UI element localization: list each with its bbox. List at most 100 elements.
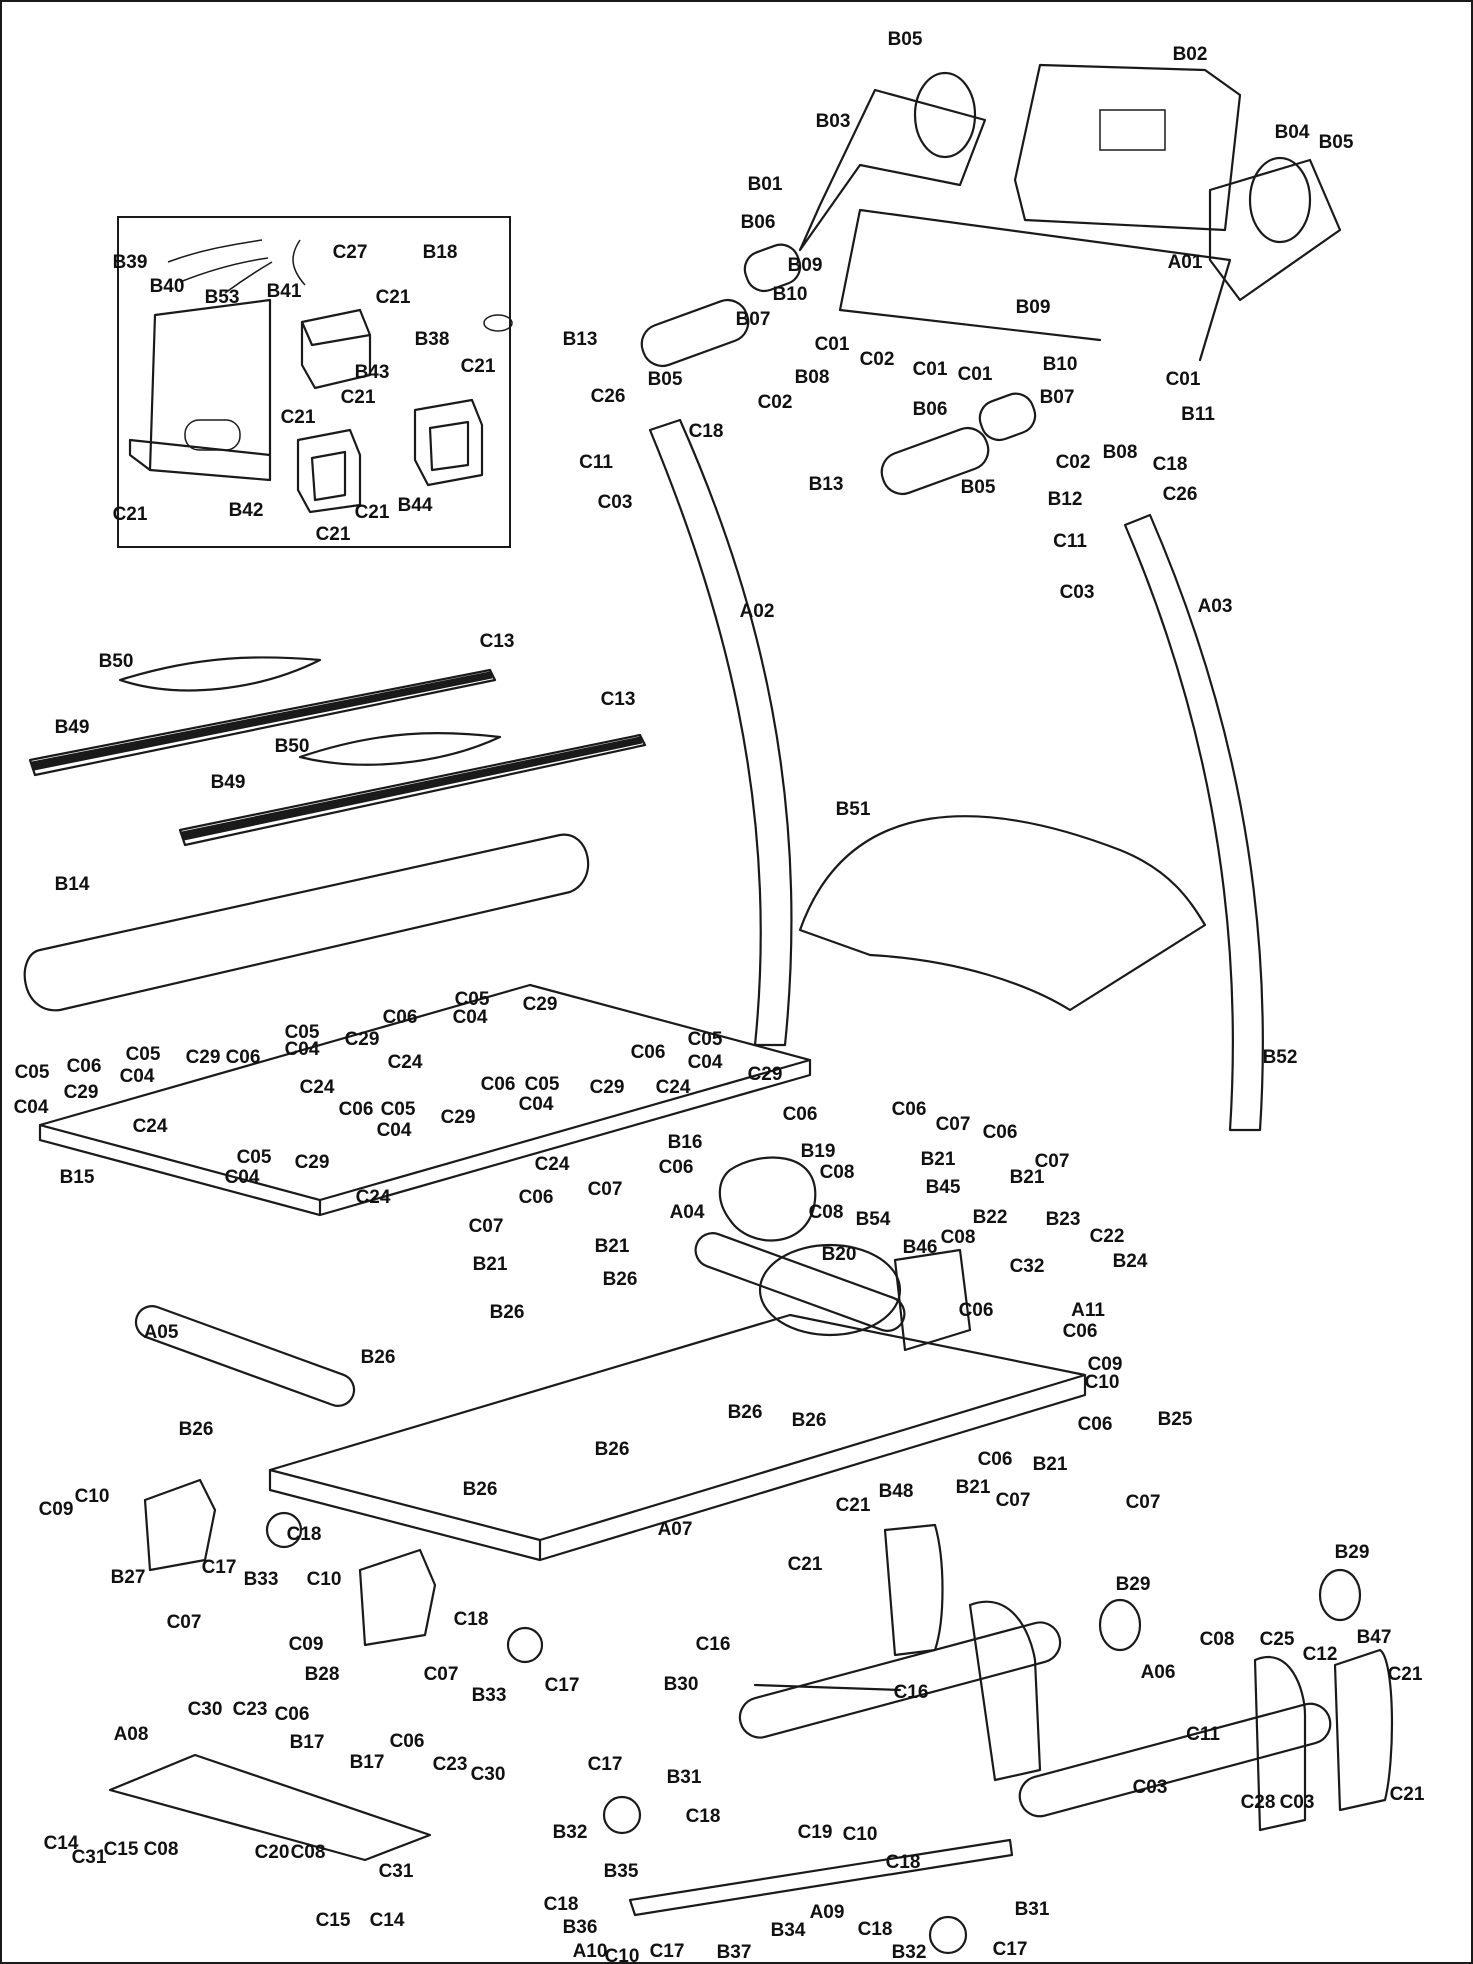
cup-holder-right-B04 xyxy=(1208,158,1342,302)
controller-capacitor xyxy=(184,419,241,451)
part-label: C04 xyxy=(377,1120,412,1141)
part-label: A05 xyxy=(144,1322,179,1343)
part-label: C17 xyxy=(588,1754,623,1775)
part-label: C29 xyxy=(295,1152,330,1173)
part-label: C21 xyxy=(1388,1664,1423,1685)
part-label: B49 xyxy=(55,717,90,738)
part-label: C21 xyxy=(461,356,496,377)
side-rails xyxy=(28,656,647,847)
part-label: B14 xyxy=(55,874,90,895)
part-label: B53 xyxy=(205,287,240,308)
transformer-B44 xyxy=(413,398,484,487)
base-upright-right xyxy=(1253,1656,1307,1832)
part-label: B08 xyxy=(1103,442,1138,463)
part-label: A06 xyxy=(1141,1662,1176,1683)
part-label: B32 xyxy=(553,1822,588,1843)
part-label: C20 xyxy=(255,1842,290,1863)
part-label: C04 xyxy=(285,1039,320,1060)
part-label: C06 xyxy=(983,1122,1018,1143)
rail-B49-lower xyxy=(178,733,647,847)
part-label: C03 xyxy=(1133,1777,1168,1798)
part-label: B21 xyxy=(921,1149,956,1170)
part-label: C08 xyxy=(144,1839,179,1860)
part-label: B37 xyxy=(717,1942,752,1963)
part-label: B24 xyxy=(1113,1251,1148,1272)
part-label: A11 xyxy=(1071,1300,1105,1321)
part-label: B29 xyxy=(1116,1574,1151,1595)
bushing-B29-right xyxy=(1318,1568,1362,1622)
part-label: B39 xyxy=(113,252,148,273)
part-label: C06 xyxy=(959,1300,994,1321)
part-label: C22 xyxy=(1090,1226,1125,1247)
part-label: C08 xyxy=(941,1227,976,1248)
transformer-B43 xyxy=(300,308,372,390)
part-label: C04 xyxy=(120,1066,155,1087)
cap-B28 xyxy=(358,1548,437,1647)
part-label: C29 xyxy=(441,1107,476,1128)
part-label: B21 xyxy=(1010,1167,1045,1188)
part-label: C06 xyxy=(1078,1414,1113,1435)
console-assembly xyxy=(640,63,1342,496)
part-label: C30 xyxy=(188,1699,223,1720)
part-label: C06 xyxy=(390,1731,425,1752)
part-label: C05 xyxy=(126,1044,161,1065)
part-label: B38 xyxy=(415,329,450,350)
part-label: B05 xyxy=(961,477,996,498)
part-label: C06 xyxy=(1063,1321,1098,1342)
part-label: B45 xyxy=(926,1177,961,1198)
part-label: C30 xyxy=(471,1764,506,1785)
wheel-B32-left xyxy=(602,1795,642,1835)
part-label: C10 xyxy=(843,1824,878,1845)
part-label: C06 xyxy=(659,1157,694,1178)
cable-B40 xyxy=(179,257,269,283)
part-label: C09 xyxy=(39,1499,74,1520)
roller-A04 xyxy=(694,1232,906,1332)
part-label: C05 xyxy=(455,989,490,1010)
ferrite-ring-B38 xyxy=(483,314,513,332)
part-label: B21 xyxy=(595,1236,630,1257)
part-label: B21 xyxy=(956,1477,991,1498)
part-label: B26 xyxy=(463,1479,498,1500)
part-label: B09 xyxy=(788,255,823,276)
part-label: C01 xyxy=(815,334,850,355)
part-label: B25 xyxy=(1158,1409,1193,1430)
sleeve-B06-lower xyxy=(978,392,1037,442)
part-label: C32 xyxy=(1010,1256,1045,1277)
part-label: C16 xyxy=(894,1682,929,1703)
controller-board xyxy=(128,298,272,482)
part-label: A04 xyxy=(670,1202,705,1223)
part-label: C01 xyxy=(913,359,948,380)
part-label: B42 xyxy=(229,500,264,521)
part-label: C04 xyxy=(14,1097,49,1118)
part-label: C15 xyxy=(316,1910,351,1931)
part-label: B50 xyxy=(99,651,134,672)
part-label: B26 xyxy=(595,1439,630,1460)
part-label: B07 xyxy=(736,309,771,330)
part-label: C21 xyxy=(341,387,376,408)
part-label: C08 xyxy=(291,1842,326,1863)
part-label: B07 xyxy=(1040,387,1075,408)
part-label: C17 xyxy=(545,1675,580,1696)
lower-arms xyxy=(108,1478,1014,1955)
part-label: C09 xyxy=(1088,1354,1123,1375)
end-cap-B50-lower xyxy=(298,731,502,766)
part-label: C31 xyxy=(72,1847,107,1868)
wheel-B33-lower xyxy=(506,1626,544,1664)
part-label: C06 xyxy=(383,1007,418,1028)
part-label: B12 xyxy=(1048,489,1083,510)
part-label: B26 xyxy=(728,1402,763,1423)
part-label: C07 xyxy=(588,1179,623,1200)
part-label: C04 xyxy=(225,1167,260,1188)
belt-B14 xyxy=(23,833,590,1012)
part-label: C06 xyxy=(339,1099,374,1120)
uprights xyxy=(648,418,1264,1132)
part-label: B20 xyxy=(822,1244,857,1265)
part-label: C02 xyxy=(860,349,895,370)
part-label: B01 xyxy=(748,174,783,195)
part-label: C03 xyxy=(1060,582,1095,603)
part-label: C05 xyxy=(525,1074,560,1095)
console-screen xyxy=(1099,109,1166,151)
part-label: C29 xyxy=(748,1064,783,1085)
